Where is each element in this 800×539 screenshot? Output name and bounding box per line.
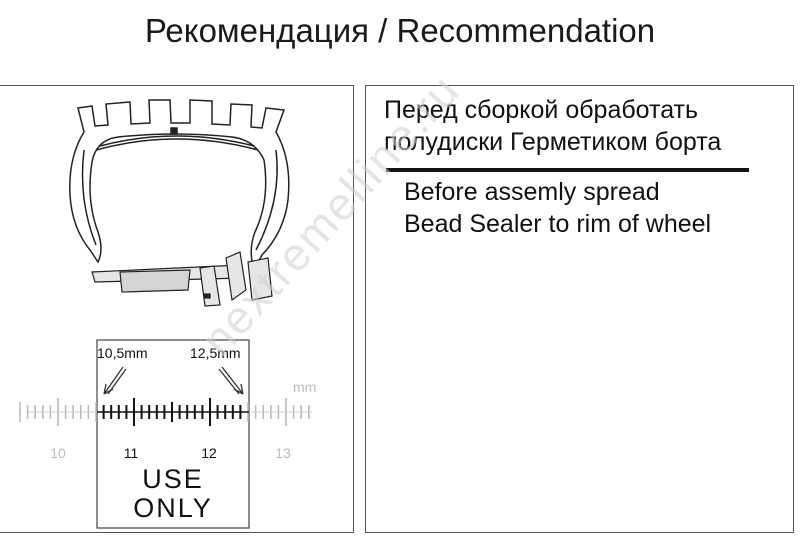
use-only-line1: USE xyxy=(142,464,204,494)
tick-label-11: 11 xyxy=(124,445,139,461)
tick-label-12: 12 xyxy=(201,445,217,461)
page-title: Рекомендация / Recommendation xyxy=(144,12,656,49)
instruction-en-line2: Bead Sealer to rim of wheel xyxy=(404,210,712,238)
instruction-en-line1: Before assemly spread xyxy=(404,178,660,206)
right-panel: Перед сборкой обработать полудиски Герме… xyxy=(365,85,794,533)
gauge-unit-label: mm xyxy=(293,379,316,395)
use-only-line2: ONLY xyxy=(133,493,213,523)
gauge-max-label: 12,5mm xyxy=(190,345,241,361)
divider xyxy=(386,168,749,172)
max-arrow-icon xyxy=(218,366,244,395)
gauge-frame xyxy=(96,339,250,529)
use-only-caption: USE ONLY xyxy=(97,465,249,523)
tick-label-10: 10 xyxy=(50,445,66,461)
caliper-icon xyxy=(91,251,273,307)
tick-label-13: 13 xyxy=(275,445,291,461)
instruction-ru-line1: Перед сборкой обработать xyxy=(384,96,699,124)
tire-cross-section xyxy=(69,99,290,272)
gauge-min-label: 10,5mm xyxy=(97,345,148,361)
instruction-ru-line2: полудиски Герметиком борта xyxy=(384,128,722,156)
min-arrow-icon xyxy=(103,366,127,395)
